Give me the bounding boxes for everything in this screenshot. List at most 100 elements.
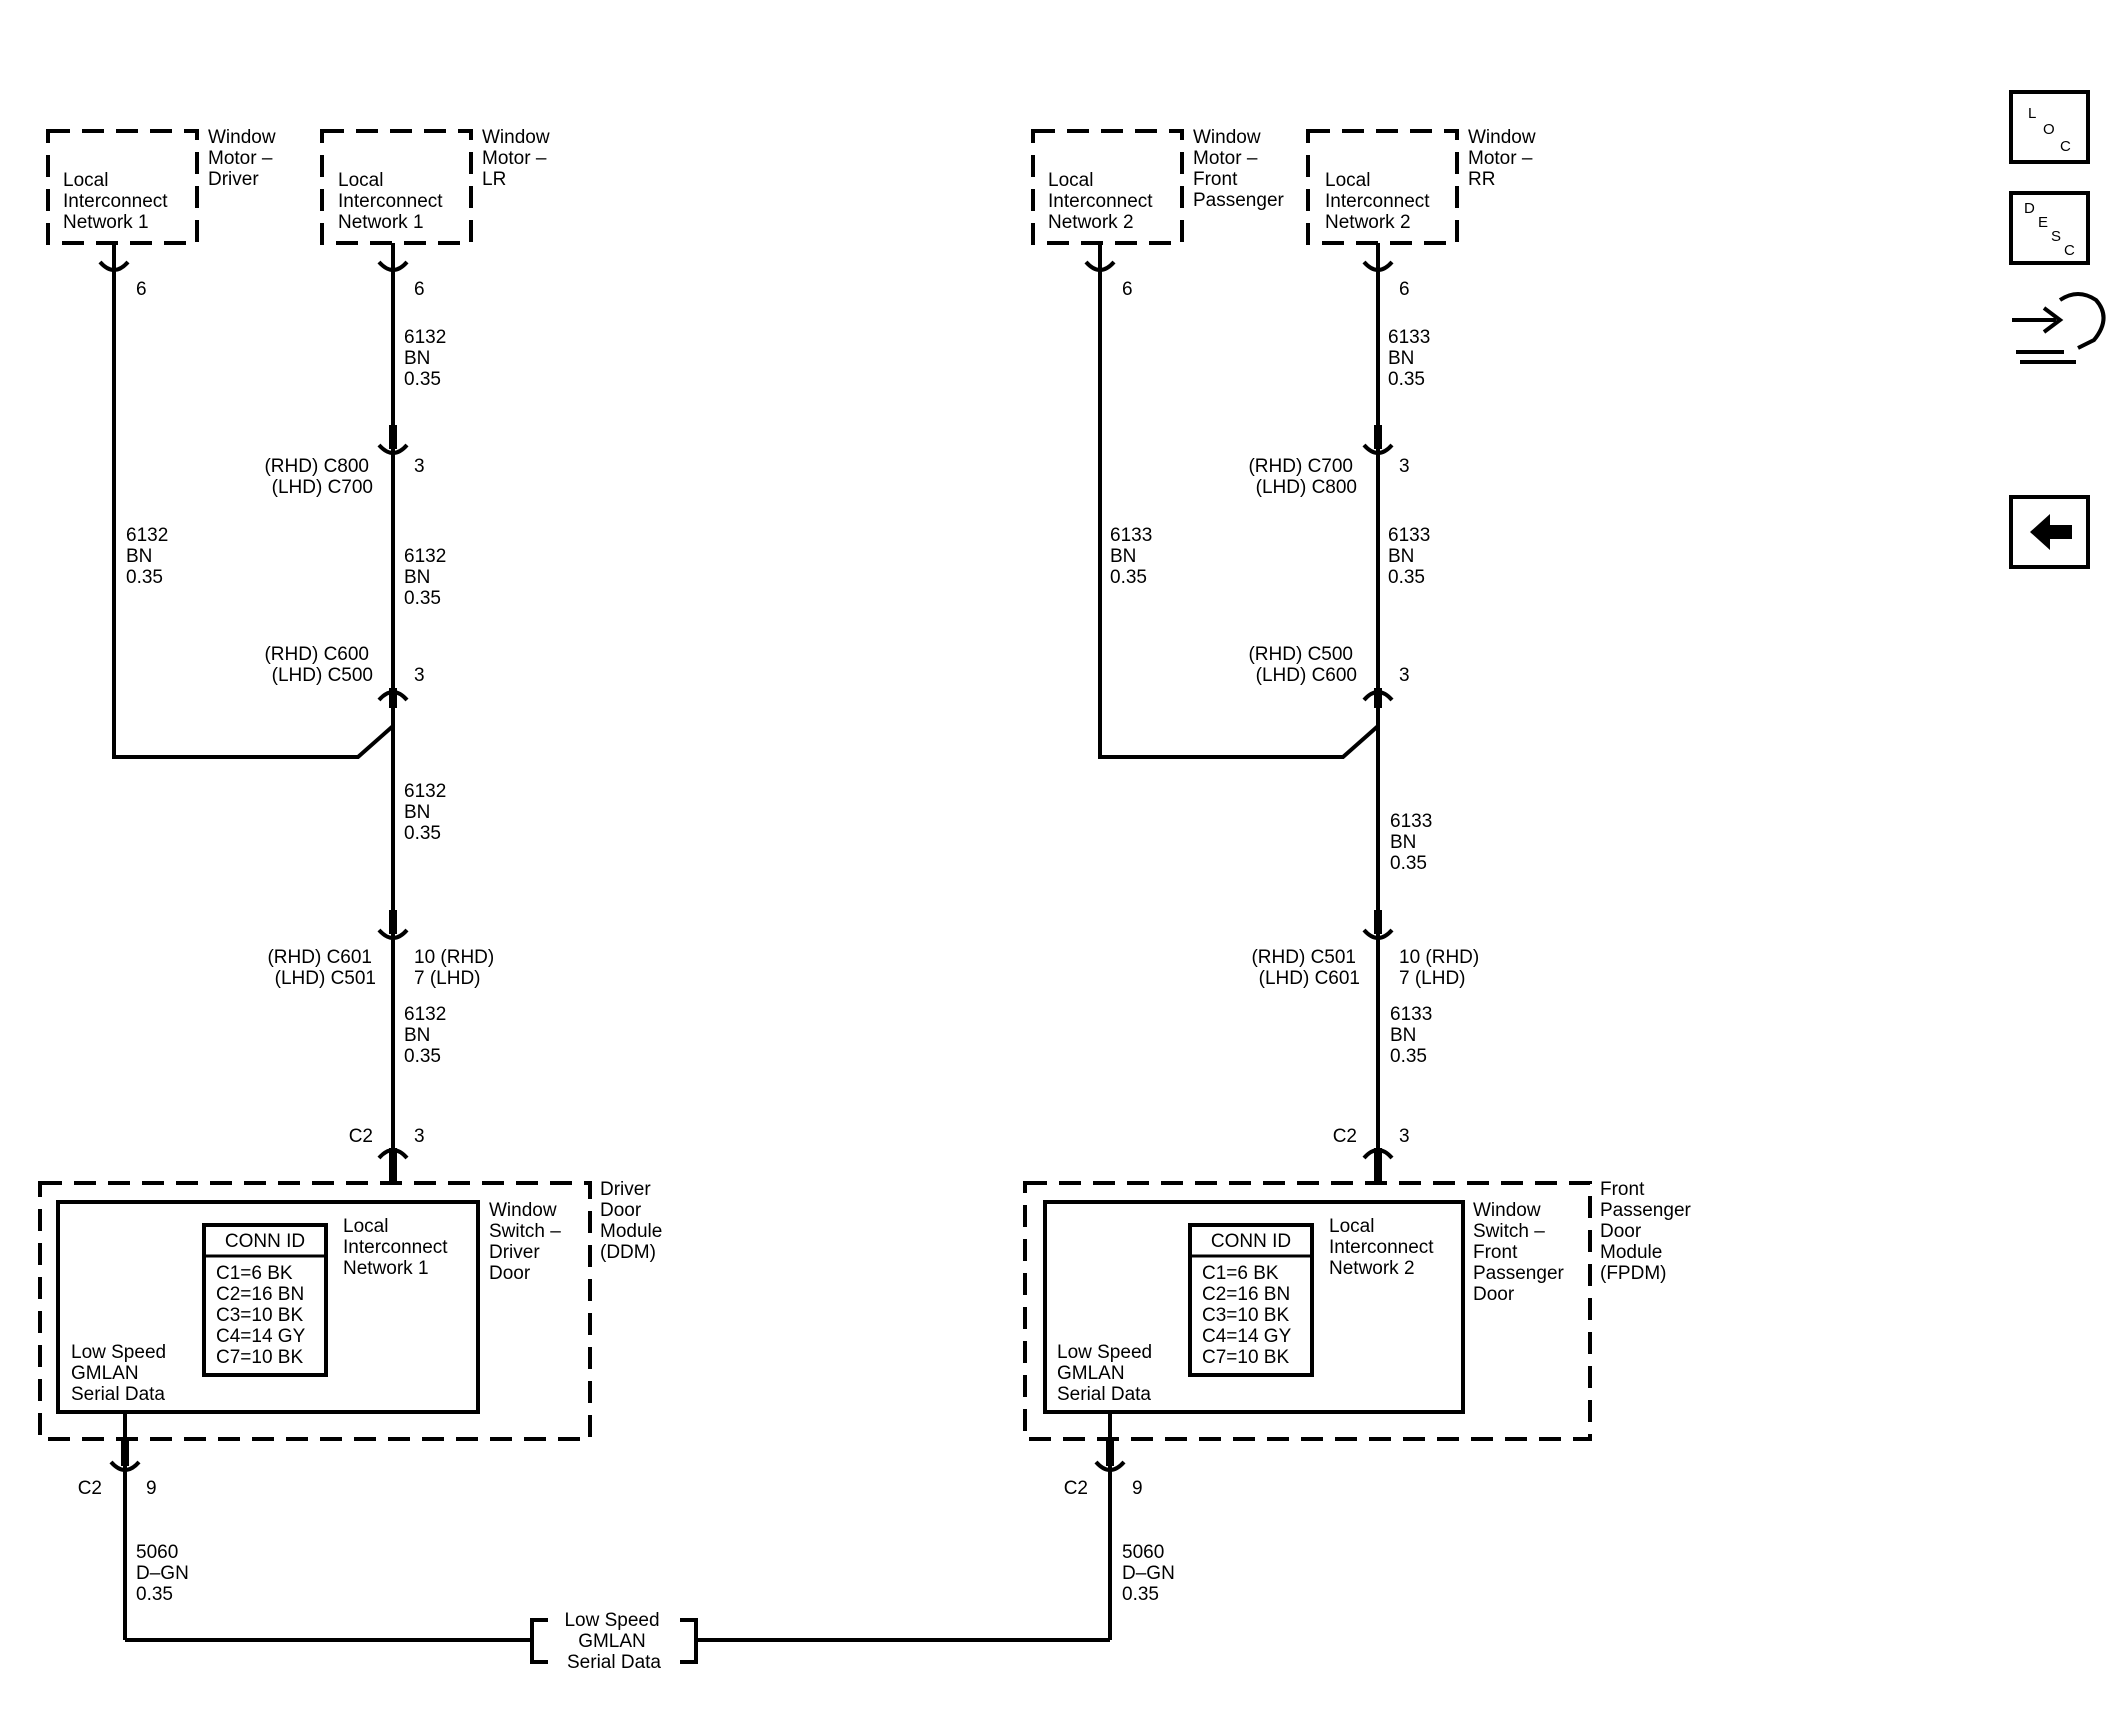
connector-symbol — [1362, 443, 1394, 455]
pin-label: 3 — [1399, 1126, 1410, 1147]
pin-label: 6 — [1122, 279, 1133, 300]
connector-name: (RHD) C501 (LHD) C601 — [1251, 947, 1360, 989]
svg-text:CONN ID: CONN ID — [225, 1231, 305, 1252]
pin-label: 3 — [414, 456, 425, 477]
wire-label: 5060 D–GN 0.35 — [1122, 1542, 1179, 1605]
window-motor-driver-box — [46, 129, 199, 245]
pin-label: 6 — [1399, 279, 1410, 300]
svg-text:C1=6 BK: C1=6 BK — [216, 1263, 293, 1284]
wire-label: 6132 BN 0.35 — [404, 546, 450, 609]
branch-wire — [1098, 268, 1380, 759]
right-circuit: Window Motor – Front Passenger Local Int… — [1023, 127, 1695, 1640]
connector-name: (RHD) C601 (LHD) C501 — [267, 947, 376, 989]
svg-text:CONN ID: CONN ID — [1211, 1231, 1291, 1252]
gmlan-bus: Low Speed GMLAN Serial Data — [125, 1610, 1110, 1673]
pin-label: 3 — [1399, 456, 1410, 477]
window-motor-rr-box — [1306, 129, 1459, 245]
lin-label: Local Interconnect Network 1 — [343, 1216, 452, 1279]
module-name: Window Motor – Front Passenger — [1193, 127, 1285, 211]
window-switch-box — [1043, 1200, 1465, 1414]
connector-housing — [389, 688, 397, 708]
branch-wire — [112, 268, 395, 759]
back-button[interactable] — [2009, 495, 2090, 569]
lin-label: Local Interconnect Network 2 — [1329, 1216, 1438, 1279]
wire-label: 6133 BN 0.35 — [1110, 525, 1156, 588]
connector-housing — [1374, 910, 1382, 934]
svg-text:C3=10 BK: C3=10 BK — [1202, 1305, 1289, 1326]
back-arrow-icon — [2030, 514, 2072, 550]
connector-housing — [1374, 688, 1382, 708]
module-sub: Local Interconnect Network 1 — [63, 170, 172, 233]
pin-label: 3 — [1399, 665, 1410, 686]
wire-label: 6132 BN 0.35 — [404, 781, 450, 844]
connector-name: (RHD) C600 (LHD) C500 — [264, 644, 373, 686]
conn-id-table: CONN ID C1=6 BK C2=16 BN C3=10 BK C4=14 … — [1188, 1223, 1314, 1377]
bus-label: Low Speed GMLAN Serial Data — [564, 1610, 663, 1673]
svg-text:C1=6 BK: C1=6 BK — [1202, 1263, 1279, 1284]
connector-housing — [389, 910, 397, 934]
connector-symbol — [1094, 1460, 1126, 1472]
connector-name: (RHD) C500 (LHD) C600 — [1248, 644, 1357, 686]
pin-label: 10 (RHD) 7 (LHD) — [1399, 947, 1483, 989]
wire-label: 6132 BN 0.35 — [404, 327, 450, 390]
svg-text:O: O — [2043, 121, 2055, 138]
svg-text:C4=14 GY: C4=14 GY — [216, 1326, 306, 1347]
module-name: Front Passenger Door Module (FPDM) — [1600, 1179, 1695, 1284]
connector-housing — [1374, 1148, 1382, 1182]
connector-name: C2 — [78, 1478, 102, 1499]
connector-housing — [1106, 1440, 1114, 1466]
wire-label: 6132 BN 0.35 — [404, 1004, 450, 1067]
wire-label: 6133 BN 0.35 — [1390, 811, 1436, 874]
wire-label: 6133 BN 0.35 — [1388, 327, 1434, 390]
svg-text:S: S — [2051, 228, 2061, 245]
module-sub: Local Interconnect Network 2 — [1048, 170, 1157, 233]
connector-name: C2 — [1333, 1126, 1357, 1147]
window-switch-box — [56, 1200, 480, 1414]
connector-housing — [121, 1440, 129, 1466]
connector-housing — [389, 425, 397, 449]
wire-label: 6133 BN 0.35 — [1388, 525, 1434, 588]
pin-label: 3 — [414, 665, 425, 686]
switch-name: Window Switch – Driver Door — [489, 1200, 565, 1284]
harness-swap-icon[interactable] — [2012, 292, 2106, 364]
module-name: Driver Door Module (DDM) — [600, 1179, 666, 1263]
connector-name: C2 — [1064, 1478, 1088, 1499]
connector-symbol — [377, 928, 409, 940]
connector-symbol — [377, 443, 409, 455]
svg-text:C4=14 GY: C4=14 GY — [1202, 1326, 1292, 1347]
pin-label: 9 — [146, 1478, 157, 1499]
svg-text:L: L — [2028, 105, 2036, 122]
front-passenger-door-module-box — [1023, 1181, 1592, 1441]
connector-housing — [1374, 425, 1382, 449]
svg-text:C7=10 BK: C7=10 BK — [216, 1347, 303, 1368]
switch-name: Window Switch – Front Passenger Door — [1473, 1200, 1568, 1305]
module-name: Window Motor – LR — [482, 127, 554, 190]
svg-text:C7=10 BK: C7=10 BK — [1202, 1347, 1289, 1368]
driver-door-module-box — [38, 1181, 592, 1441]
window-motor-lr-box — [320, 129, 473, 245]
gmlan-label: Low Speed GMLAN Serial Data — [1057, 1342, 1156, 1405]
conn-id-table: CONN ID C1=6 BK C2=16 BN C3=10 BK C4=14 … — [202, 1223, 328, 1377]
svg-text:E: E — [2038, 214, 2048, 231]
module-name: Window Motor – RR — [1468, 127, 1540, 190]
desc-button[interactable]: D E S C — [2009, 191, 2090, 265]
pin-label: 6 — [414, 279, 425, 300]
pin-label: 6 — [136, 279, 147, 300]
connector-name: C2 — [349, 1126, 373, 1147]
connector-name: (RHD) C700 (LHD) C800 — [1248, 456, 1357, 498]
pin-label: 9 — [1132, 1478, 1143, 1499]
svg-text:C3=10 BK: C3=10 BK — [216, 1305, 303, 1326]
left-circuit: Window Motor – Driver Local Interconnect… — [38, 127, 666, 1640]
gmlan-label: Low Speed GMLAN Serial Data — [71, 1342, 170, 1405]
module-name: Window Motor – Driver — [208, 127, 280, 190]
loc-button[interactable]: L O C — [2009, 90, 2090, 164]
wire-label: 6132 BN 0.35 — [126, 525, 172, 588]
pin-label: 3 — [414, 1126, 425, 1147]
module-sub: Local Interconnect Network 1 — [338, 170, 447, 233]
connector-symbol — [109, 1460, 141, 1472]
module-sub: Local Interconnect Network 2 — [1325, 170, 1434, 233]
window-motor-front-passenger-box — [1031, 129, 1184, 245]
wire-label: 5060 D–GN 0.35 — [136, 1542, 193, 1605]
connector-housing — [389, 1148, 397, 1182]
connector-symbol — [1362, 928, 1394, 940]
